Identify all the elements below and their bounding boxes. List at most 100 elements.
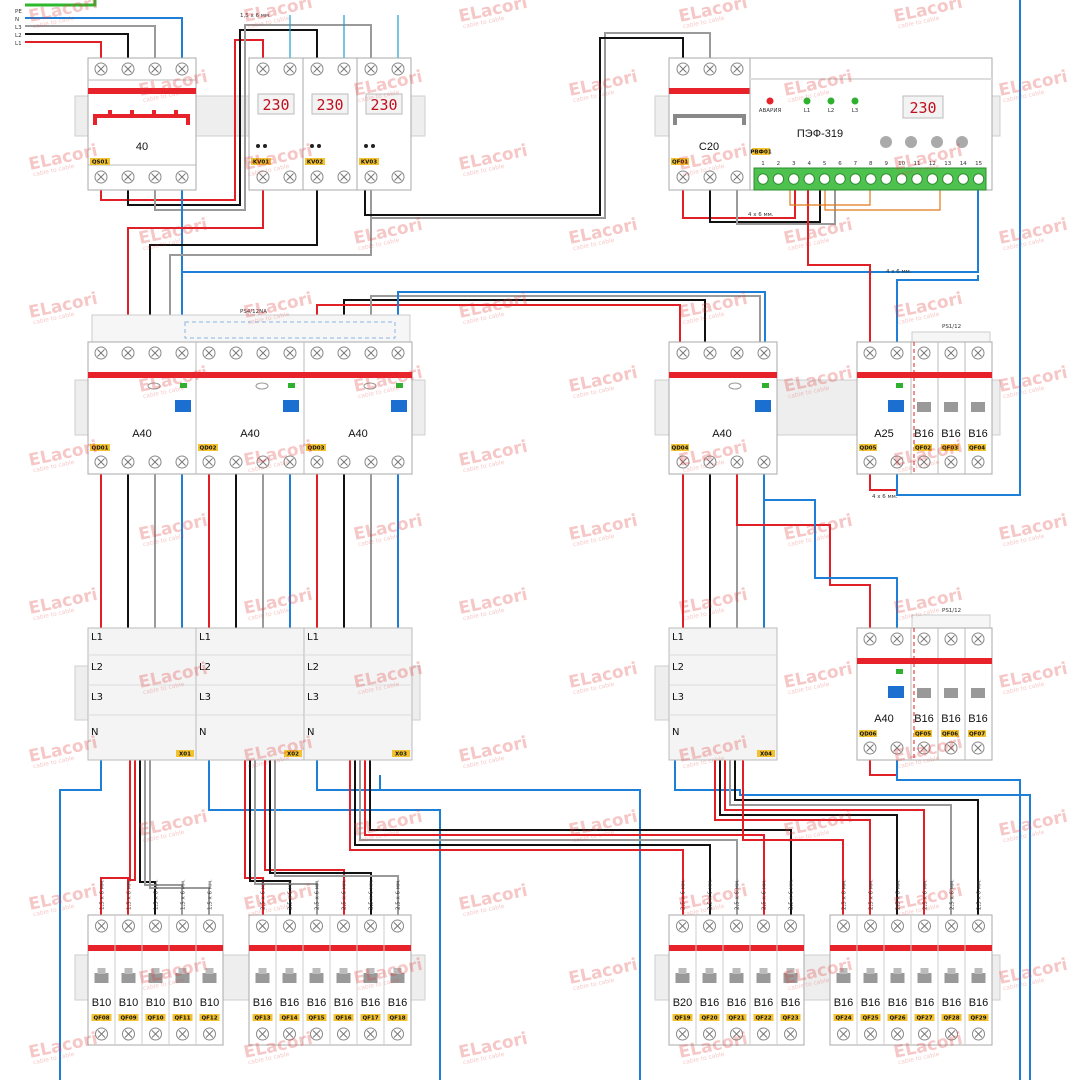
- alarm-label: АВАРИЯ: [759, 108, 782, 114]
- cable-label: 2,5 x 6 мм.: [762, 879, 768, 910]
- breaker-tag: QF20: [701, 1016, 717, 1022]
- qd04-rating: A40: [712, 428, 732, 440]
- breaker-rating: B16: [834, 997, 854, 1009]
- qd03-tag: QD03: [308, 446, 325, 452]
- voltage-relay-kv01: 230 KV01: [248, 57, 304, 191]
- breaker-tag: QF10: [147, 1016, 163, 1022]
- breaker-tag: QF09: [120, 1016, 136, 1022]
- breaker-tag: QF12: [201, 1016, 217, 1022]
- qd02-rating: A40: [240, 428, 260, 440]
- breaker-rating: B10: [92, 997, 112, 1009]
- feed-labels: PE N L3 L2 L1: [15, 9, 22, 47]
- terminal-number: 2: [777, 161, 781, 167]
- breaker-tag: QF14: [281, 1016, 297, 1022]
- terminal-screw: [972, 173, 985, 185]
- cable-label: 1,5 x 6 мм.: [181, 879, 187, 910]
- x01-row-l1: L1: [91, 632, 103, 643]
- breaker-tag: QF13: [254, 1016, 270, 1022]
- qd06-rating: A40: [874, 713, 894, 725]
- breaker-tag: QF26: [889, 1016, 905, 1022]
- terminal-number: 11: [914, 161, 921, 167]
- ps-busbar-top: PS4/12NA: [91, 309, 411, 344]
- terminal-screw: [849, 173, 862, 185]
- breaker-tag: QF15: [308, 1016, 324, 1022]
- terminal-number: 1: [761, 161, 765, 167]
- x01-row-l3: L3: [91, 692, 103, 703]
- din-rails: [74, 95, 1001, 1001]
- x03-row-l2: L2: [307, 662, 319, 673]
- terminal-number: 10: [898, 161, 905, 167]
- terminal-number: 7: [854, 161, 858, 167]
- breaker-rating: B10: [146, 997, 166, 1009]
- cable-label: 1,5 x 6 мм.: [208, 879, 214, 910]
- breaker-rating: B16: [754, 997, 774, 1009]
- terminal-number: 9: [884, 161, 888, 167]
- terminal-number: 15: [975, 161, 982, 167]
- x01-tag: X01: [179, 752, 191, 758]
- qf06-tag: QF06: [942, 732, 958, 738]
- x04-row-l3: L3: [672, 692, 684, 703]
- qd06-tag: QD06: [860, 732, 877, 738]
- terminal-block-x03: L1 L2 L3 N X03: [303, 627, 413, 761]
- voltage-relay-kv03: 230 KV03: [356, 57, 412, 191]
- terminal-screw: [803, 173, 815, 185]
- x04-row-l1: L1: [672, 632, 684, 643]
- terminal-screw: [834, 173, 846, 185]
- breaker-rating: B16: [361, 997, 381, 1009]
- rcd-qd01: A40 QD01: [90, 346, 191, 469]
- qf02-rating: B16: [914, 428, 934, 440]
- rcd-group-left: A40 QD01 A40 QD02 A40 QD03: [87, 341, 413, 475]
- rcd-qd06-group: PS1/12 A40 B16 B16 B16 QD06 QF05 QF06 QF…: [856, 608, 993, 761]
- terminal-number: 5: [823, 161, 827, 167]
- cable-label: 2,5 x 6 мм.: [869, 879, 875, 910]
- qs01-tag: QS01: [92, 160, 108, 166]
- wiring: [25, 0, 1031, 1080]
- terminal-block-x02: L1 L2 L3 N X02: [195, 627, 305, 761]
- breaker-tag: QF22: [755, 1016, 771, 1022]
- terminal-number: 12: [929, 161, 936, 167]
- qd04-tag: QD04: [672, 446, 689, 452]
- feed-label-pe: PE: [15, 9, 22, 15]
- ps-right-wire-note: 4 x 6 мм.: [886, 269, 912, 275]
- qd05-rating: A25: [874, 428, 894, 440]
- cable-label: 2,5 x 6 мм.: [735, 879, 741, 910]
- terminal-block-x04: L1 L2 L3 N X04: [668, 627, 778, 761]
- breaker-rating: B16: [781, 997, 801, 1009]
- qs01-rating: 40: [136, 141, 148, 153]
- breaker-tag: QF21: [728, 1016, 744, 1022]
- qf01-tag: QF01: [672, 160, 688, 166]
- x02-row-n: N: [199, 727, 206, 738]
- breaker-rating: B16: [942, 997, 962, 1009]
